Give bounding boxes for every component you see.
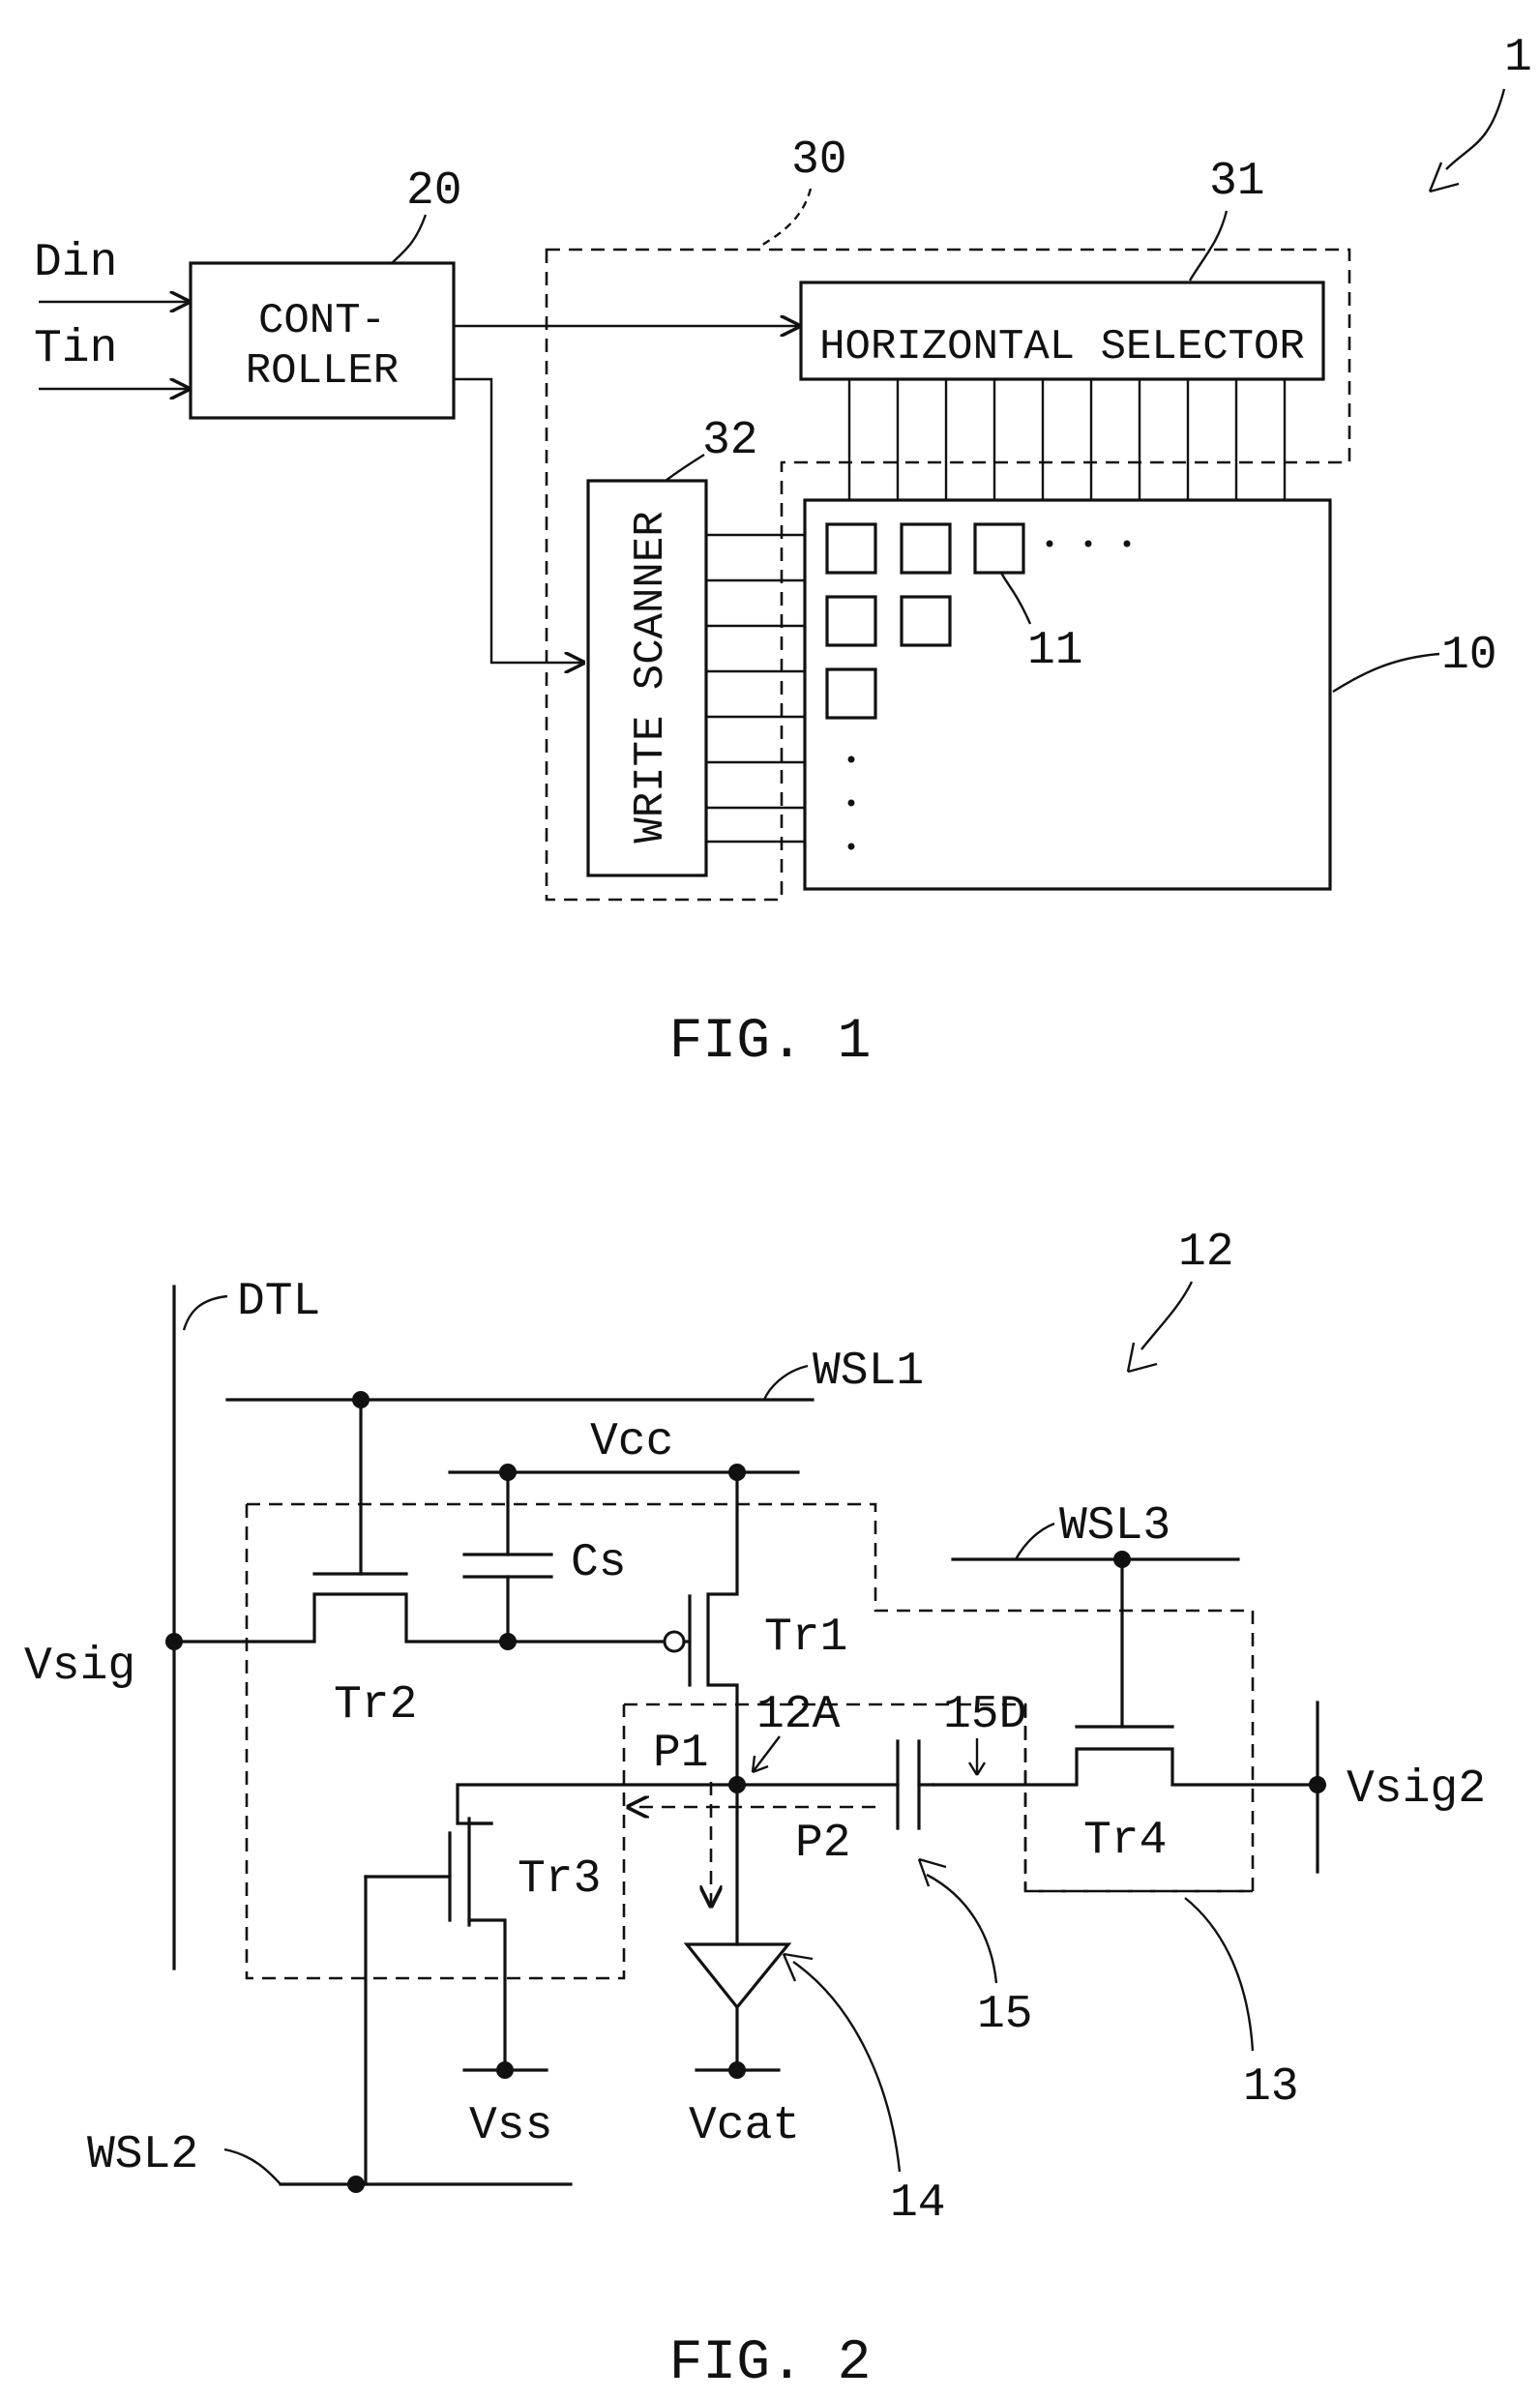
wsl2-label: WSL2 — [87, 2129, 198, 2181]
ref-led-14: 14 — [890, 2177, 946, 2230]
vcc-label: Vcc — [590, 1416, 673, 1468]
ref-subcircuit-13: 13 — [1243, 2061, 1299, 2114]
tr3-label: Tr3 — [518, 1853, 601, 1906]
ref-circuit-12-leader — [1141, 1282, 1192, 1349]
tr4-label: Tr4 — [1083, 1815, 1167, 1867]
ref-drive-circuit-30-leader — [759, 189, 811, 247]
ref-circuit-12: 12 — [1178, 1227, 1234, 1279]
wsl3-leader — [1016, 1524, 1054, 1559]
node-15d-label: 15D — [943, 1689, 1026, 1741]
tr2-label: Tr2 — [334, 1679, 417, 1732]
ref-write-scanner-32: 32 — [702, 415, 758, 467]
horizontal-selector-label: HORIZONTAL SELECTOR — [819, 323, 1305, 371]
path-p2-label: P2 — [795, 1818, 851, 1870]
dtl-label: DTL — [237, 1276, 320, 1328]
cs-label: Cs — [571, 1537, 627, 1589]
ref-capacitor-15: 15 — [977, 1989, 1033, 2041]
wsl2-leader — [224, 2149, 281, 2184]
ref-subcircuit-13-leader — [1185, 1898, 1253, 2051]
vsig-label: Vsig — [24, 1641, 135, 1693]
ref-device-1-arrowhead — [1430, 163, 1459, 192]
figure-1-caption: FIG. 1 — [669, 1011, 872, 1074]
ref-display-panel-10-leader — [1333, 654, 1439, 692]
tr1-label: Tr1 — [764, 1612, 847, 1664]
input-din-label: Din — [34, 237, 117, 289]
ref-device-1: 1 — [1504, 32, 1532, 84]
selector-signal-lines — [849, 379, 1285, 500]
controller-to-scanner-arrow — [454, 379, 583, 663]
ref-write-scanner-32-leader — [666, 455, 704, 481]
vcat-label: Vcat — [689, 2100, 800, 2152]
wsl3-label: WSL3 — [1059, 1500, 1170, 1553]
ref-led-14-leader — [793, 1962, 900, 2172]
tr2-channel — [174, 1594, 669, 1642]
write-scanner-label: WRITE SCANNER — [627, 511, 675, 843]
tr1-gate-bubble — [665, 1632, 684, 1651]
figure-1: 1 Din Tin CONT- ROLLER 20 30 HORIZONTAL … — [34, 32, 1532, 1074]
dtl-leader — [184, 1296, 227, 1330]
tr4-channel — [933, 1749, 1318, 1785]
ref-horizontal-selector-31-leader — [1190, 211, 1227, 281]
vss-label: Vss — [469, 2100, 552, 2152]
input-tin-label: Tin — [34, 323, 117, 375]
ref-pixel-11: 11 — [1027, 625, 1083, 677]
wsl1-label: WSL1 — [813, 1346, 924, 1398]
ref-controller-20-leader — [392, 215, 426, 263]
display-panel — [805, 500, 1330, 889]
figure-2: 12 DTL Vsig WSL1 Vcc Cs Tr2 — [24, 1227, 1486, 2395]
tr1-channel — [708, 1472, 737, 1785]
ref-controller-20: 20 — [406, 165, 462, 218]
path-p1-label: P1 — [653, 1728, 709, 1780]
node-12a-label: 12A — [756, 1689, 841, 1741]
ref-capacitor-15-leader — [927, 1875, 996, 1983]
controller-label-line1: CONT- — [258, 297, 386, 345]
wsl1-leader — [764, 1366, 808, 1400]
vsig2-label: Vsig2 — [1347, 1763, 1486, 1816]
light-emitting-diode — [687, 1944, 788, 2007]
figure-2-caption: FIG. 2 — [669, 2332, 872, 2395]
ref-drive-circuit-30: 30 — [791, 134, 847, 187]
ref-display-panel-10: 10 — [1441, 630, 1497, 682]
scanner-signal-lines — [706, 535, 805, 842]
ref-horizontal-selector-31: 31 — [1209, 156, 1265, 208]
ref-device-1-leader — [1446, 89, 1504, 169]
controller-label-line2: ROLLER — [246, 347, 399, 396]
